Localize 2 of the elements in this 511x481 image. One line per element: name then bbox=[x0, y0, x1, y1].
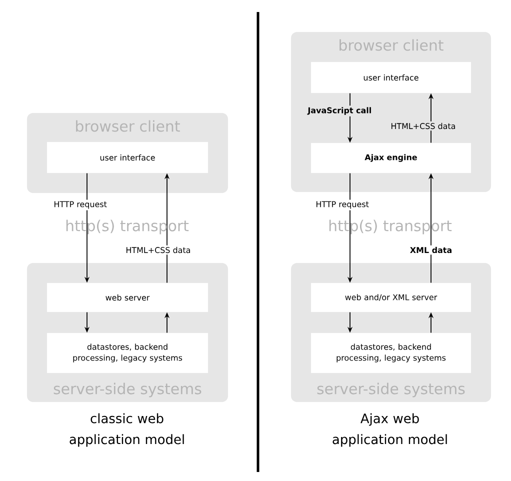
caption: Ajax web application model bbox=[332, 413, 447, 447]
caption: classic web application model bbox=[70, 413, 184, 447]
